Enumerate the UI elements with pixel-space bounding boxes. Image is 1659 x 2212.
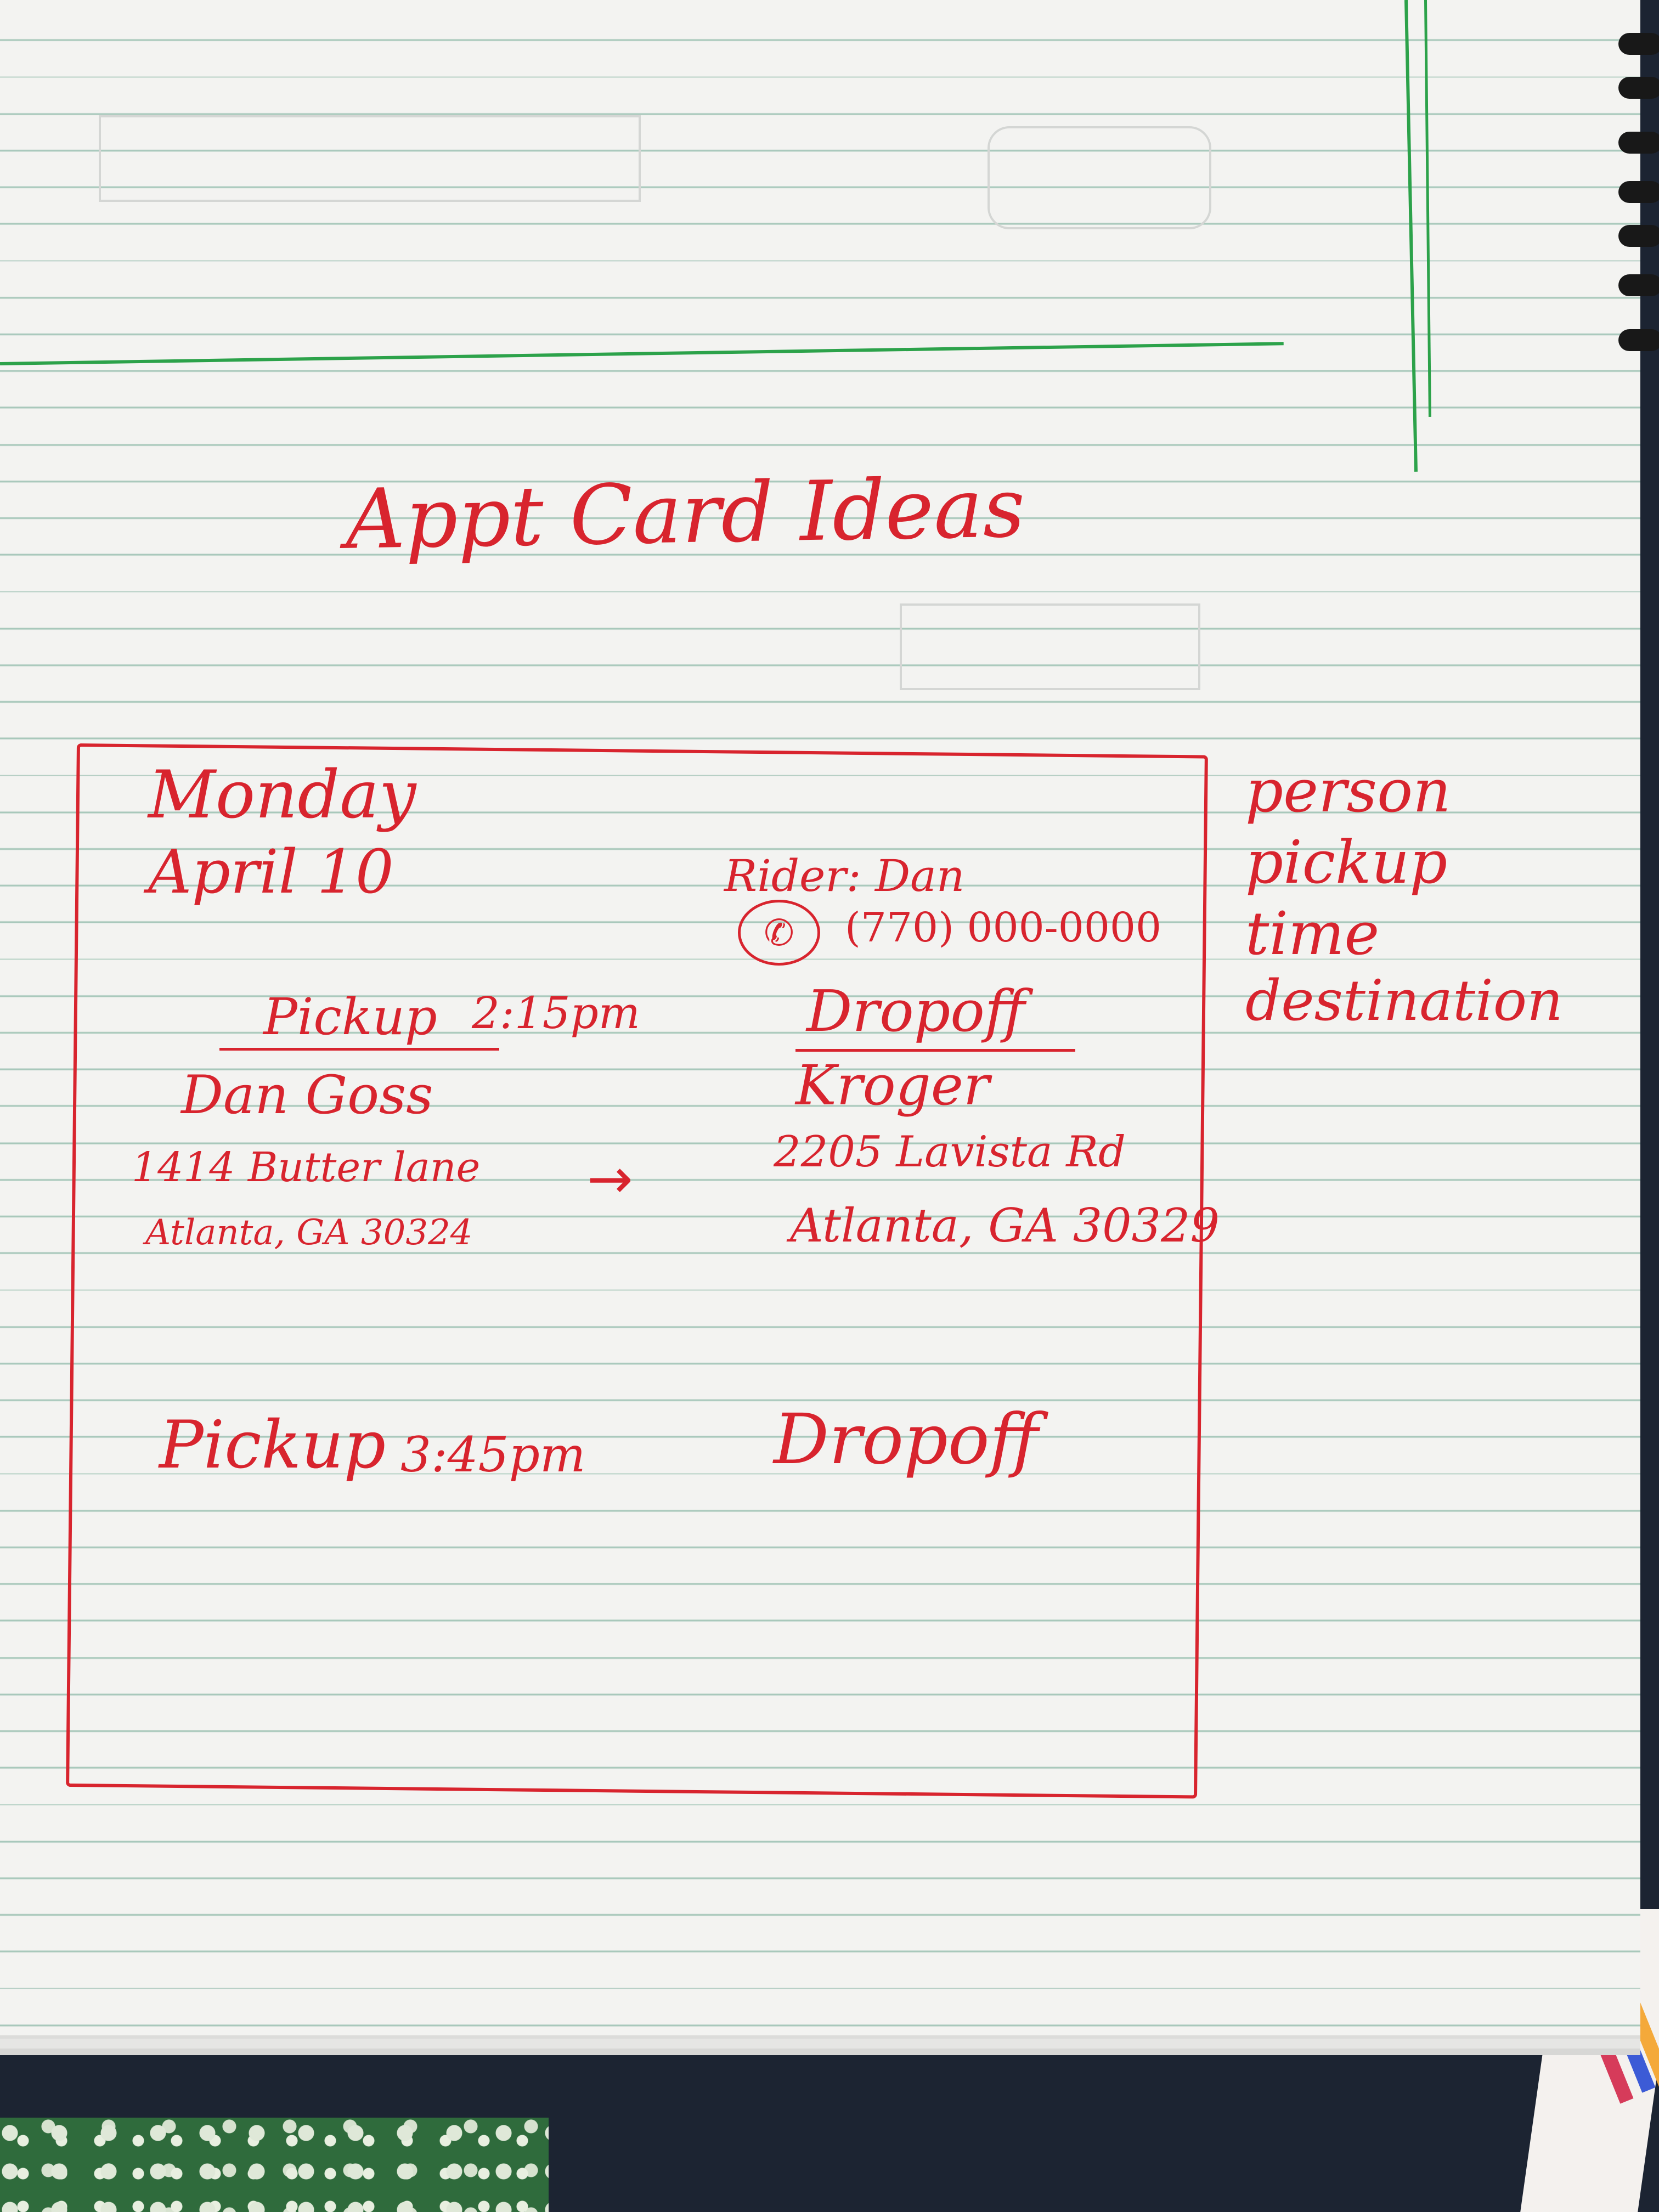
- card-day: Monday: [148, 757, 416, 833]
- page-title: Appt Card Ideas: [345, 460, 1026, 568]
- second-pickup-heading: Pickup: [159, 1407, 386, 1483]
- notebook-page: Appt Card Ideas Monday April 10 Rider: D…: [0, 0, 1659, 2039]
- rider-label: Rider: Dan: [724, 850, 965, 901]
- spiral-binding: [1618, 329, 1659, 351]
- background-fabric: [0, 2118, 549, 2212]
- dropoff-underline: [795, 1049, 1075, 1052]
- bleed-through-sketch: [988, 126, 1211, 229]
- pickup-street: 1414 Butter lane: [132, 1144, 481, 1191]
- note-item: destination: [1245, 968, 1563, 1034]
- dropoff-city: Atlanta, GA 30329: [790, 1199, 1220, 1252]
- second-pickup-time: 3:45pm: [400, 1426, 586, 1483]
- pickup-underline: [219, 1048, 499, 1051]
- spiral-binding: [1618, 274, 1659, 296]
- phone-icon: ✆: [738, 900, 820, 966]
- arrow-right-icon: →: [587, 1147, 633, 1211]
- green-pen-line: [0, 342, 1284, 365]
- green-pen-line: [1404, 0, 1418, 472]
- card-date: April 10: [148, 837, 394, 907]
- pickup-heading: Pickup: [263, 988, 437, 1046]
- dropoff-heading: Dropoff: [806, 978, 1025, 1045]
- bleed-through-sketch: [900, 603, 1200, 690]
- second-dropoff-heading: Dropoff: [774, 1399, 1039, 1480]
- spiral-binding: [1618, 132, 1659, 154]
- pickup-name: Dan Goss: [181, 1064, 433, 1126]
- spiral-binding: [1618, 33, 1659, 55]
- pickup-city: Atlanta, GA 30324: [145, 1212, 473, 1253]
- bleed-through-sketch: [99, 115, 641, 202]
- pickup-time: 2:15pm: [472, 988, 640, 1039]
- rider-phone: (770) 000-0000: [845, 904, 1162, 951]
- green-pen-line: [1424, 0, 1431, 417]
- note-item: time: [1245, 900, 1380, 968]
- note-item: pickup: [1245, 828, 1448, 897]
- note-item: person: [1245, 757, 1451, 826]
- dropoff-name: Kroger: [795, 1053, 990, 1118]
- spiral-binding: [1618, 77, 1659, 99]
- spiral-binding: [1618, 225, 1659, 247]
- dropoff-street: 2205 Lavista Rd: [774, 1127, 1126, 1177]
- spiral-binding: [1618, 181, 1659, 203]
